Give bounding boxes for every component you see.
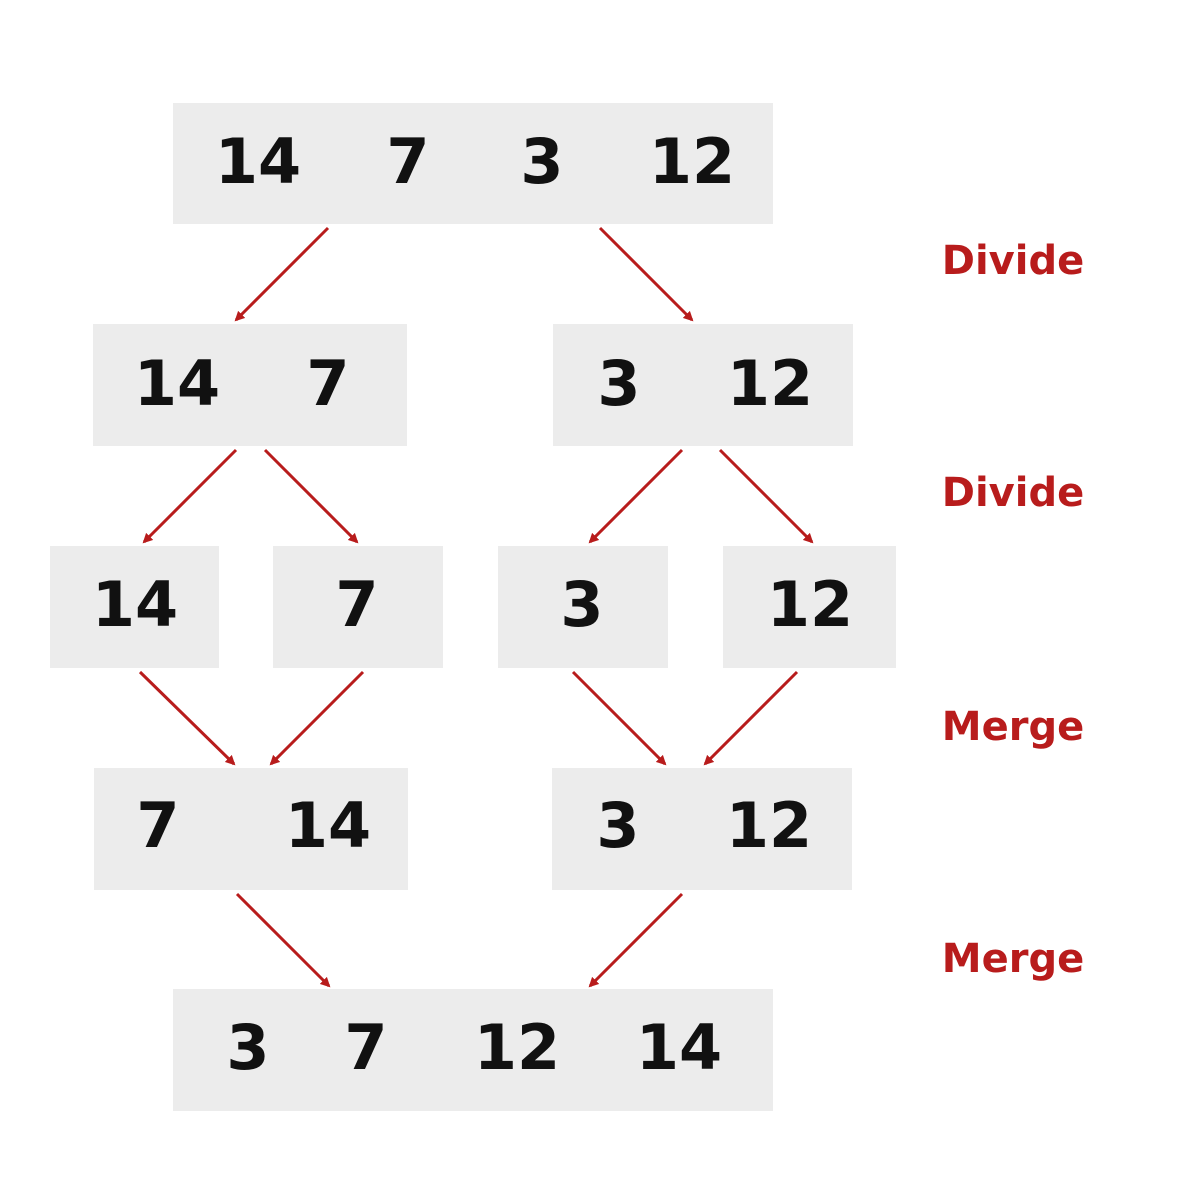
array-value: 3 — [226, 1011, 270, 1084]
array-value: 14 — [284, 789, 372, 862]
array-value: 7 — [335, 568, 379, 641]
array-value: 14 — [91, 568, 179, 641]
array-value: 3 — [520, 125, 564, 198]
step-label-divide: Divide — [941, 470, 1085, 516]
array-value: 12 — [725, 789, 813, 862]
divide-arrow — [718, 448, 814, 544]
array-box-level-4 — [173, 989, 773, 1111]
array-value: 7 — [386, 125, 430, 198]
merge-arrow — [235, 892, 331, 988]
merge-arrow — [571, 670, 667, 766]
array-box-level-3-right — [552, 768, 852, 890]
array-box-level-0 — [173, 103, 773, 224]
array-value: 7 — [136, 789, 180, 862]
array-value: 12 — [726, 347, 814, 420]
array-value: 14 — [133, 347, 221, 420]
divide-arrow — [588, 448, 684, 544]
array-box-level-2 — [498, 546, 668, 668]
array-value: 3 — [597, 347, 641, 420]
array-box-level-2 — [273, 546, 443, 668]
merge-arrow — [703, 670, 799, 766]
array-box-level-2 — [50, 546, 219, 668]
array-box-level-1-left — [93, 324, 407, 446]
array-value: 7 — [306, 347, 350, 420]
merge-arrow — [269, 670, 365, 766]
divide-arrow — [234, 226, 330, 322]
array-value: 12 — [473, 1011, 561, 1084]
divide-arrow — [263, 448, 359, 544]
step-label-merge: Merge — [941, 936, 1085, 982]
array-value: 12 — [648, 125, 736, 198]
array-box-level-2 — [723, 546, 896, 668]
array-value: 14 — [635, 1011, 723, 1084]
array-value: 12 — [766, 568, 854, 641]
divide-arrow — [142, 448, 238, 544]
array-value: 14 — [214, 125, 302, 198]
array-value: 3 — [560, 568, 604, 641]
merge-arrow — [138, 670, 236, 766]
merge-arrow — [588, 892, 684, 988]
step-label-divide: Divide — [941, 238, 1085, 284]
array-value: 3 — [596, 789, 640, 862]
array-value: 7 — [344, 1011, 388, 1084]
divide-arrow — [598, 226, 694, 322]
step-label-merge: Merge — [941, 704, 1085, 750]
array-box-level-3-left — [94, 768, 408, 890]
array-box-level-1-right — [553, 324, 853, 446]
